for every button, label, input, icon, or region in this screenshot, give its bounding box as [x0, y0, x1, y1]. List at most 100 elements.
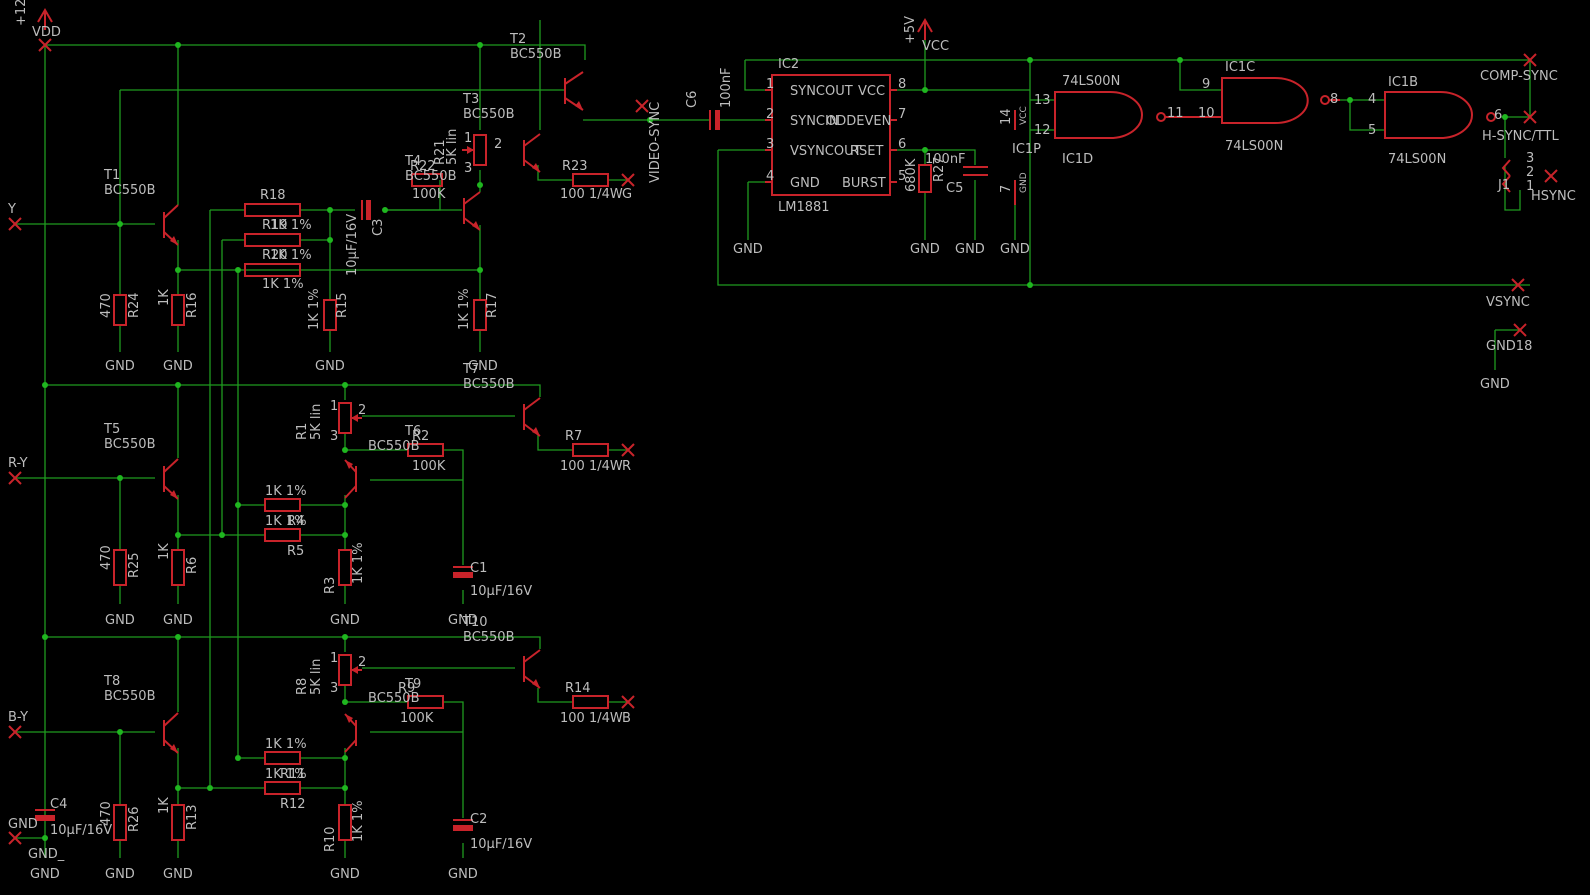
ic1p-ref: IC1P — [1012, 142, 1041, 157]
t8-ref: T8 — [103, 674, 120, 689]
r5-ref: R5 — [287, 544, 304, 559]
r3-ref: R3 — [323, 577, 338, 594]
input-by-label: B-Y — [8, 710, 28, 725]
gnd-1: GND — [105, 359, 135, 374]
ic1d-ref: IC1D — [1062, 152, 1093, 167]
r13-value: 1K — [157, 797, 172, 814]
r21-pin3: 3 — [464, 161, 472, 176]
c3-value: 10µF/16V — [345, 214, 360, 276]
r1-ref: R1 — [295, 423, 310, 440]
port-by-x-cross-icon — [8, 725, 22, 739]
gnd-2: GND — [163, 359, 193, 374]
r4-value: 1K 1% — [265, 484, 307, 499]
resistor-r10 — [338, 804, 352, 841]
c2-value: 10µF/16V — [470, 837, 532, 852]
gnd-3: GND — [315, 359, 345, 374]
ic2-n1: 1 — [766, 77, 774, 92]
gnd-12: GND — [448, 867, 478, 882]
resistor-r4 — [264, 498, 301, 512]
port-hsyncttl-x-cross-icon — [1523, 110, 1537, 124]
ic2-pin-vcc: VCC — [858, 84, 885, 99]
ic2-n5: 5 — [898, 169, 906, 184]
supply-vcc-label: VCC — [922, 39, 949, 54]
ic2-n7: 7 — [898, 107, 906, 122]
ic2-pin-vsyncout: VSYNCOUT — [790, 144, 862, 159]
t10-value: BC550B — [463, 630, 515, 645]
j1-pin3: 3 — [1526, 151, 1534, 166]
gnd-alt-label: GND_ — [28, 847, 65, 862]
output-videosync-label: VIDEO-SYNC — [648, 102, 663, 183]
c5-ref: C5 — [946, 181, 963, 196]
r1-pin2: 2 — [358, 403, 366, 418]
t1-ref: T1 — [103, 168, 120, 183]
pot-r8 — [338, 654, 352, 686]
ic1c-pin8: 8 — [1330, 92, 1338, 107]
resistor-r12 — [264, 781, 301, 795]
t4-ref: T4 — [404, 154, 421, 169]
gnd-4: GND — [105, 613, 135, 628]
resistor-r13 — [171, 804, 185, 841]
ic1d-pin13: 13 — [1034, 93, 1051, 108]
t8-value: BC550B — [104, 689, 156, 704]
resistors — [113, 164, 932, 841]
output-vsync-label: VSYNC — [1486, 295, 1530, 310]
ic2-pin-syncout: SYNCOUT — [790, 84, 853, 99]
ic2-pin-oddeven: ODDEVEN — [826, 114, 891, 129]
r2-ref: R2 — [412, 429, 429, 444]
junctions — [42, 42, 1508, 841]
r10-value: 1K 1% — [351, 800, 366, 842]
gnd-18: GND — [1480, 377, 1510, 392]
t4-value: BC550B — [405, 169, 457, 184]
r25-ref: R25 — [127, 552, 142, 578]
r14-value: 100 1/4W — [560, 711, 623, 726]
t9-ref: T9 — [404, 677, 421, 692]
ic1c-ref: IC1C — [1225, 60, 1255, 75]
gnd-5: GND — [163, 613, 193, 628]
j1-pin2: 2 — [1526, 165, 1534, 180]
gnd-8: GND — [30, 867, 60, 882]
ic1d-pin12: 12 — [1034, 123, 1051, 138]
port-hsync-x-cross-icon — [1544, 169, 1558, 183]
resistor-r22 — [411, 173, 443, 187]
c1-ref: C1 — [470, 561, 487, 576]
transistor-t4 — [463, 191, 481, 231]
port-vsync-x-cross-icon — [1511, 278, 1525, 292]
port-videosync-x-cross-icon — [635, 99, 649, 113]
resistor-r24 — [113, 294, 127, 326]
ic1b-part: 74LS00N — [1388, 152, 1446, 167]
r7-ref: R7 — [565, 429, 582, 444]
r7-value: 100 1/4W — [560, 459, 623, 474]
r4-ref: R4 — [287, 514, 304, 529]
ic2-pin-syncin: SYNCIN — [790, 114, 839, 129]
t1-value: BC550B — [104, 183, 156, 198]
r21-value: 5K lin — [445, 129, 460, 165]
ic1d-part: 74LS00N — [1062, 74, 1120, 89]
supply-5v-label: +5V — [903, 16, 918, 44]
c6-value: 100nF — [719, 67, 734, 108]
transistor-t10 — [523, 649, 541, 689]
r2-value: 100K — [412, 459, 446, 474]
gnd-t4-area: GND — [468, 359, 498, 374]
c5-value: 100nF — [925, 152, 966, 167]
r10-ref: R10 — [323, 826, 338, 852]
r23-ref: R23 — [562, 159, 588, 174]
ic1p-pin14: 14 — [999, 108, 1014, 125]
c4-value: 10µF/16V — [50, 823, 112, 838]
transistors — [163, 71, 584, 754]
resistor-r16 — [171, 294, 185, 326]
output-g-label: G — [622, 187, 632, 202]
r19-ref: R19 — [262, 218, 288, 233]
ic2-lm1881 — [765, 74, 897, 196]
r6-ref: R6 — [185, 557, 200, 574]
t3-value: BC550B — [463, 107, 515, 122]
r1-pin3: 3 — [330, 429, 338, 444]
ic2-n3: 3 — [766, 137, 774, 152]
output-compsync-label: COMP-SYNC — [1480, 69, 1558, 84]
connector-j1 — [1501, 159, 1511, 193]
r15-value: 1K 1% — [307, 288, 322, 330]
pot-r1 — [338, 402, 352, 434]
r8-ref: R8 — [295, 678, 310, 695]
ic1d-pin11: 11 — [1167, 106, 1184, 121]
r6-value: 1K — [157, 543, 172, 560]
